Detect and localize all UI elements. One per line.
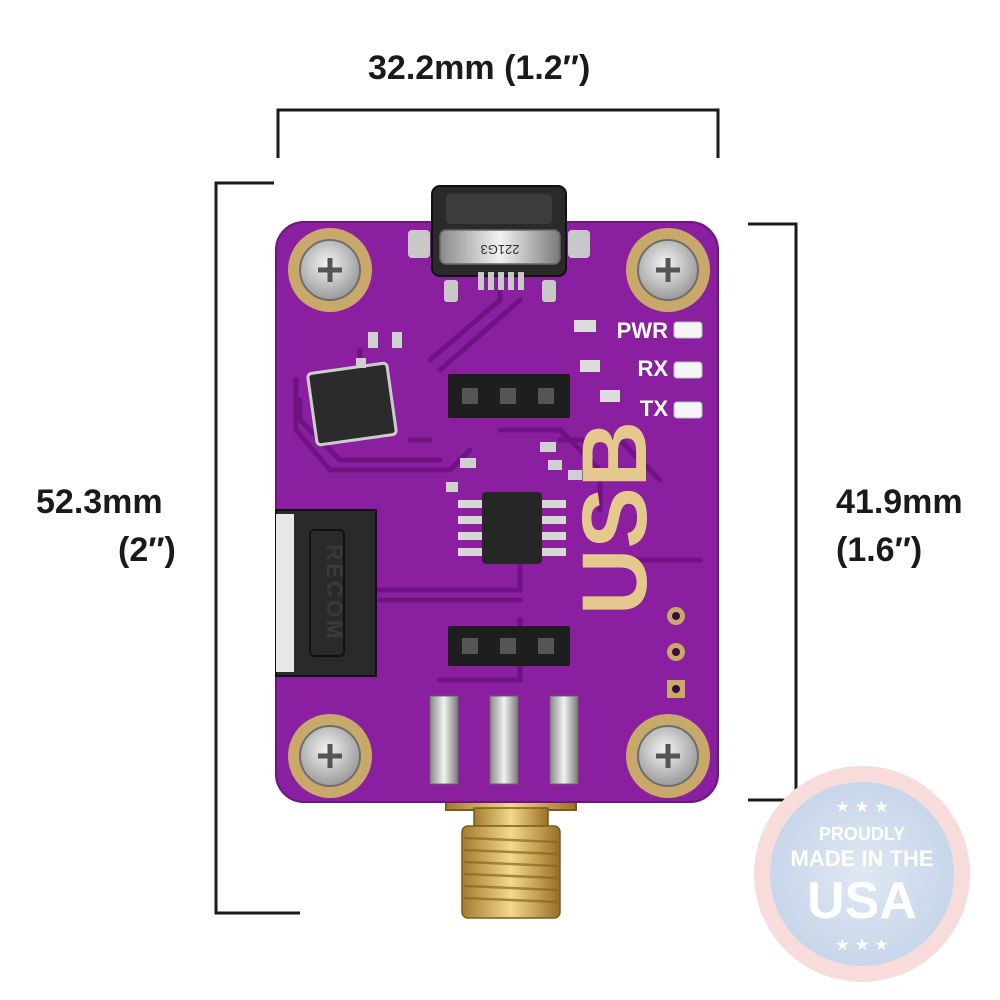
- tx-label: TX: [640, 396, 668, 421]
- soic-chip: [458, 492, 566, 564]
- width-dimension-label: 32.2mm (1.2″): [368, 49, 591, 87]
- mounting-screw-bottom-left: [288, 714, 372, 798]
- total-height-inches-label: (2″): [118, 531, 176, 569]
- badge-line3: USA: [807, 872, 917, 930]
- usb-connector-label: 221G3: [480, 242, 519, 257]
- badge-line1: PROUDLY: [819, 824, 905, 844]
- board-height-inches-label: (1.6″): [836, 531, 923, 569]
- badge-stars-bottom: ★ ★ ★: [835, 935, 888, 954]
- badge-stars-top: ★ ★ ★: [835, 797, 888, 816]
- made-in-usa-badge: ★ ★ ★ PROUDLY MADE IN THE USA ★ ★ ★: [754, 766, 970, 982]
- mounting-screw-top-left: [288, 228, 372, 312]
- usb-silkscreen: USB: [564, 421, 666, 615]
- qfn-chip: [306, 361, 398, 447]
- mounting-screw-bottom-right: [626, 714, 710, 798]
- recom-label: RECOM: [322, 545, 347, 642]
- smd-components: [356, 332, 582, 492]
- header-pins-bottom: [448, 626, 570, 666]
- led-indicators: PWR RX TX: [574, 318, 703, 421]
- recom-module: RECOM: [275, 509, 377, 677]
- sma-legs: [429, 695, 579, 785]
- width-bracket: [276, 108, 720, 158]
- header-pins-top: [448, 374, 570, 418]
- rx-label: RX: [637, 356, 668, 381]
- usb-c-connector: 221G3: [408, 185, 590, 302]
- badge-line2: MADE IN THE: [791, 846, 934, 871]
- board-height-value-label: 41.9mm: [836, 483, 963, 521]
- mounting-screw-top-right: [626, 228, 710, 312]
- through-hole-pads: [667, 607, 685, 698]
- pwr-label: PWR: [617, 318, 668, 343]
- total-height-bracket: [214, 181, 300, 915]
- board-height-bracket: [748, 222, 798, 802]
- total-height-value-label: 52.3mm: [36, 483, 163, 521]
